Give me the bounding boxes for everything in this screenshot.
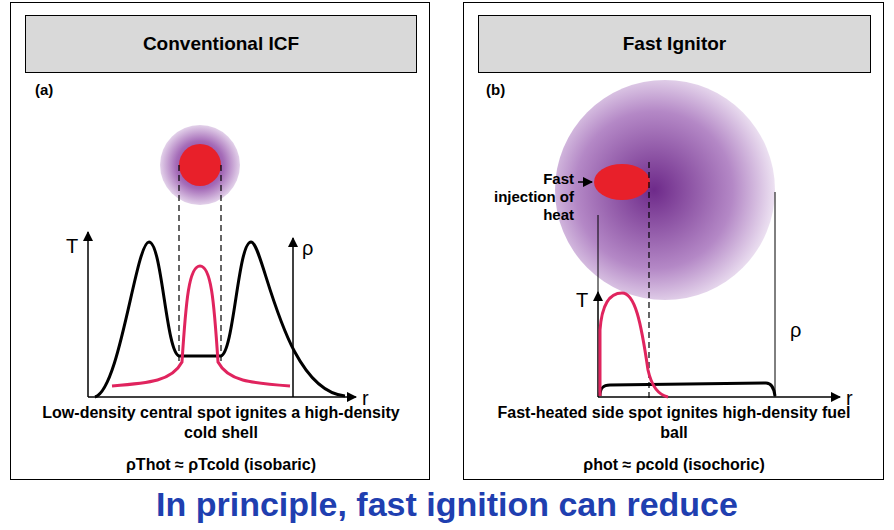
fuel-ball — [555, 80, 775, 300]
compressed-target — [160, 125, 240, 205]
axis-label: r — [846, 386, 853, 410]
temperature-curve — [600, 293, 668, 397]
slide-title: In principle, fast ignition can reduce — [0, 484, 894, 525]
side-spot — [594, 164, 650, 200]
panel-letter: (a) — [35, 81, 95, 100]
panel-letter: (b) — [486, 81, 546, 100]
axis-label: r — [362, 386, 369, 410]
temperature-curve — [112, 266, 290, 386]
axis-label: ρ — [302, 236, 313, 260]
relation: ρThot ≈ ρTcold (isobaric) — [41, 455, 401, 475]
panel-header: Fast Ignitor — [478, 15, 871, 73]
relation: ρhot ≈ ρcold (isochoric) — [494, 455, 854, 475]
injection-arrow — [578, 181, 592, 183]
caption: Fast-heated side spot ignites high-densi… — [494, 403, 854, 443]
panel-header: Conventional ICF — [25, 15, 417, 73]
axis-label: T — [66, 234, 78, 258]
dashed-guide — [178, 165, 179, 365]
caption: Low-density central spot ignites a high-… — [41, 403, 401, 443]
callout-label: Fast injection of heat — [494, 170, 574, 224]
t-axis — [87, 232, 89, 397]
r-axis — [88, 396, 356, 398]
panel-title: Fast Ignitor — [479, 16, 870, 72]
panel: (b) Fast-heated side spot ignites high-de… — [463, 2, 884, 480]
panel-title: Conventional ICF — [26, 16, 416, 72]
dashed-guide — [648, 162, 649, 398]
r-axis — [598, 396, 840, 398]
rho-axis — [292, 238, 294, 397]
axis-label: T — [576, 288, 588, 312]
axis-label: ρ — [790, 318, 801, 342]
extent-line — [598, 215, 599, 292]
density-curve — [600, 383, 775, 396]
dashed-guide — [220, 165, 221, 365]
hot-spot — [179, 144, 221, 186]
extent-line — [775, 192, 776, 397]
density-curve — [95, 242, 345, 397]
